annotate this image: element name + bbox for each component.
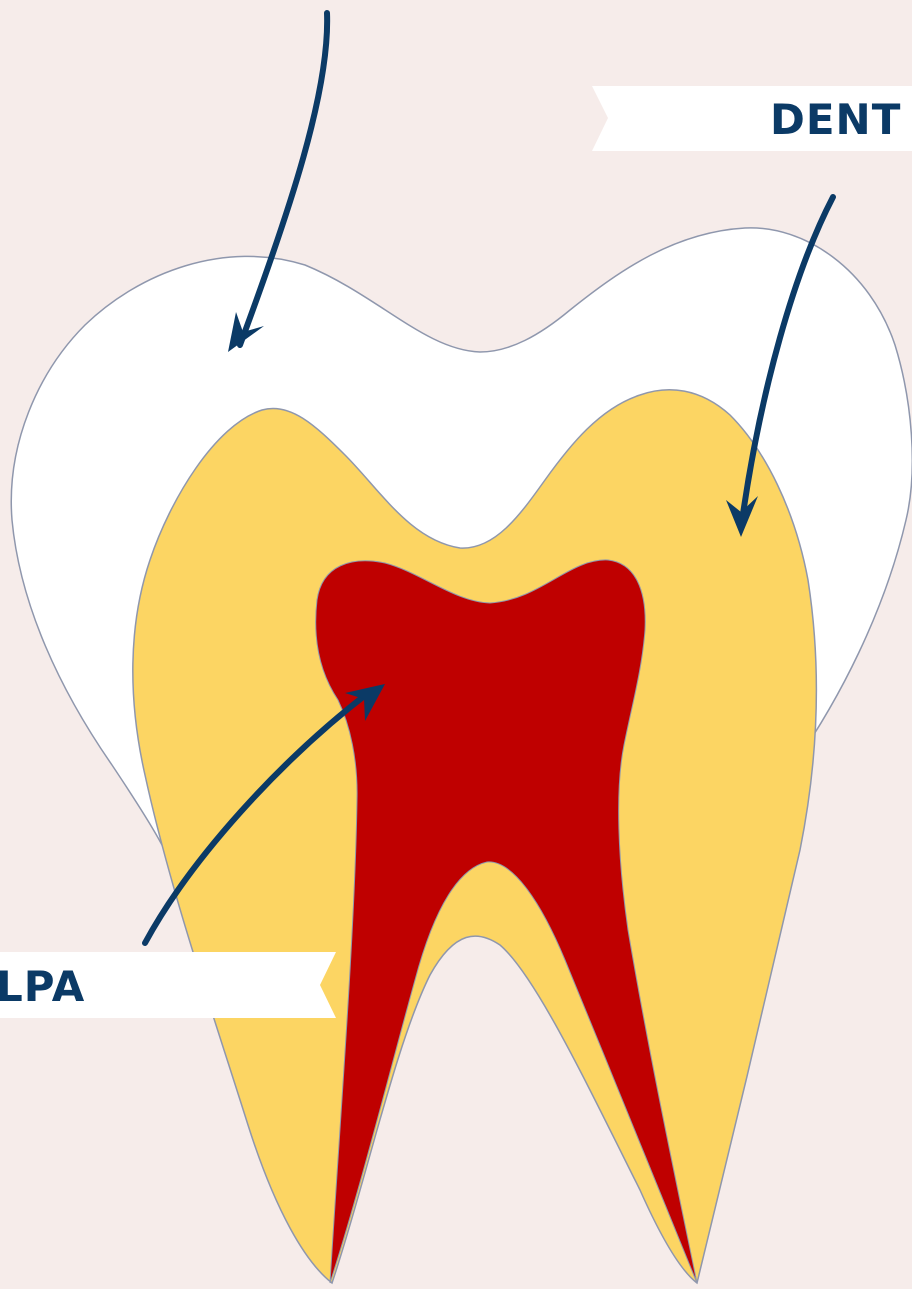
dentin-label: DENT — [770, 95, 901, 144]
pulp-label: LPA — [0, 962, 85, 1011]
